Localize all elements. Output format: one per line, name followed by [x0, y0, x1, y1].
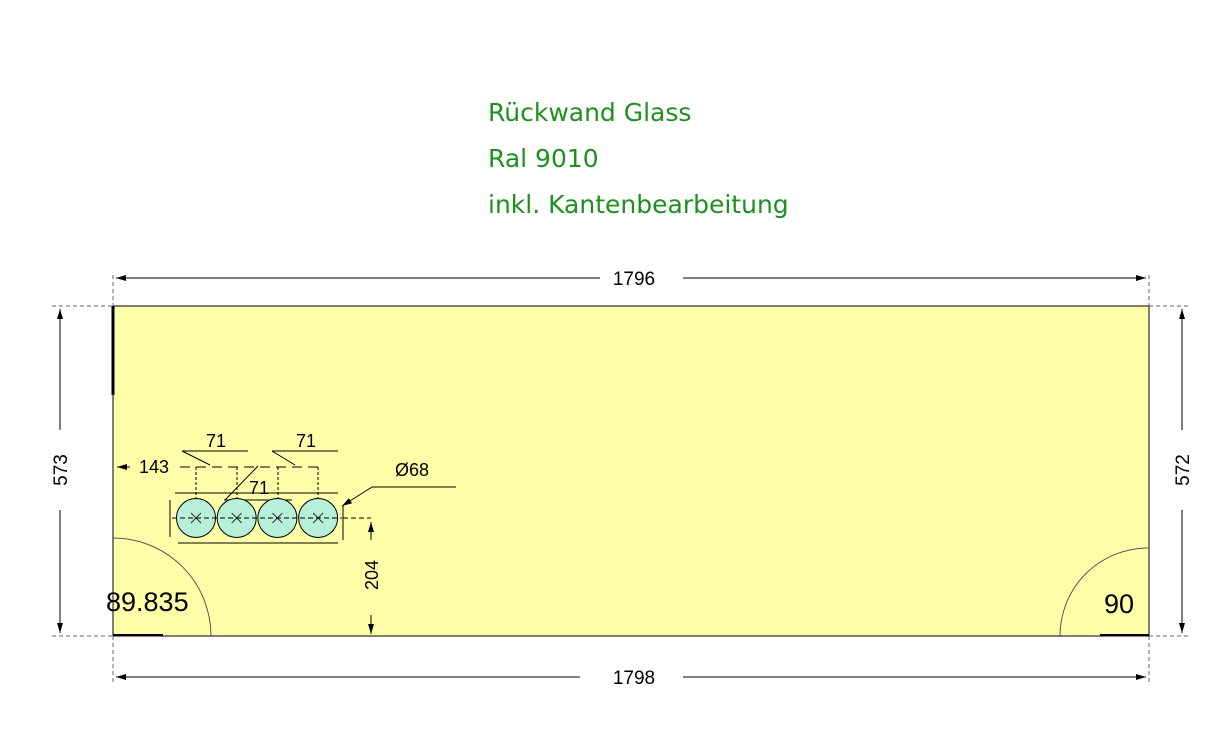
hole-height-label: 204	[362, 560, 382, 590]
hole-diameter-label: Ø68	[395, 460, 429, 480]
dimension-left-label: 573	[51, 454, 72, 486]
glass-panel	[112, 305, 1150, 637]
angle-right-label: 90	[1104, 589, 1134, 619]
angle-arc-right	[1059, 547, 1149, 637]
hole-spacing-label-3: 71	[296, 431, 316, 451]
hole-offset-label: 143	[139, 457, 169, 477]
dimension-right-label: 572	[1173, 454, 1194, 486]
hole-spacing-label-2: 71	[249, 478, 269, 498]
hole-spacing-label-1: 71	[206, 431, 226, 451]
angle-arc-left	[112, 537, 212, 637]
extension-lines	[52, 275, 1190, 685]
dimension-top-label: 1796	[613, 269, 655, 290]
title-line-product: Rückwand Glass	[488, 98, 692, 127]
title-line-color: Ral 9010	[488, 144, 599, 173]
title-line-edge: inkl. Kantenbearbeitung	[488, 190, 789, 219]
dimension-bottom-label: 1798	[613, 668, 655, 689]
angle-left-label: 89.835	[106, 587, 189, 617]
